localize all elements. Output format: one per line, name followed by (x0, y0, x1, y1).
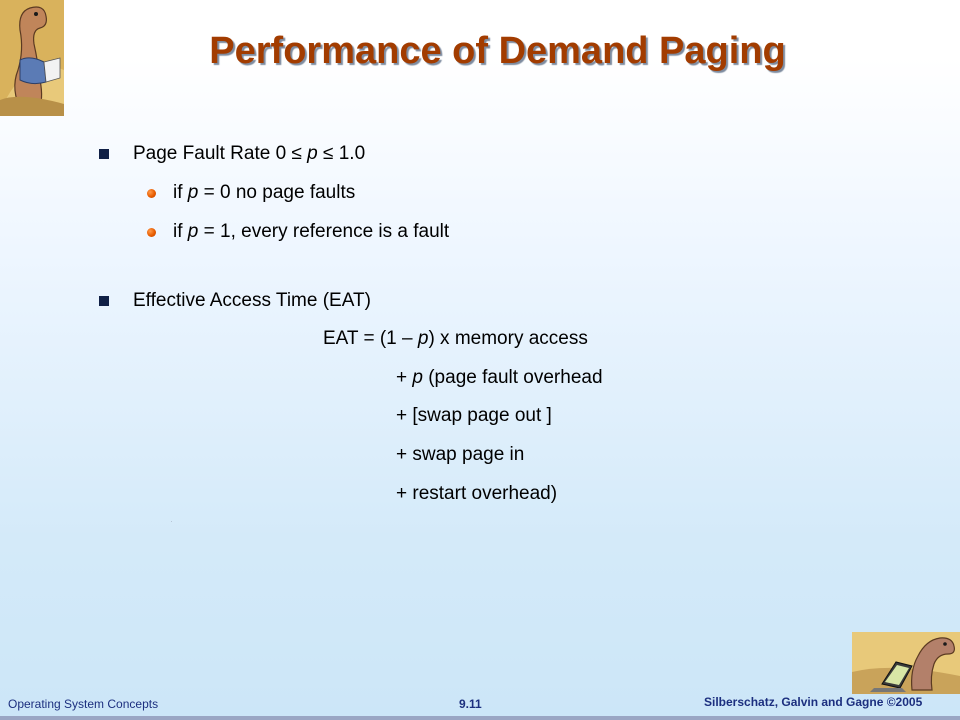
formula-line-1: EAT = (1 – p) x memory access (323, 328, 588, 349)
square-bullet (99, 296, 109, 306)
dinosaur-laptop-icon (852, 632, 960, 694)
leq-symbol: ≤ (291, 143, 302, 164)
dot-bullet (147, 228, 156, 237)
formula-line-2: + p (page fault overhead (396, 367, 603, 388)
sub-bullet-no-faults: if p = 0 no page faults (173, 182, 356, 203)
sub-bullet-every-fault: if p = 1, every reference is a fault (173, 221, 450, 242)
footer-rule (0, 716, 960, 720)
slide-title: Performance of Demand Paging (209, 30, 786, 72)
page-fault-rate-label: Page Fault Rate 0 (133, 143, 292, 164)
bullet-eat: Effective Access Time (EAT) (133, 290, 371, 311)
footer-right: Silberschatz, Galvin and Gagne ©2005 (704, 695, 923, 709)
artifact-dot (171, 521, 172, 522)
formula-line-3: + [swap page out ] (396, 405, 552, 426)
var-p: p (187, 182, 199, 203)
footer-left: Operating System Concepts (8, 697, 159, 711)
var-p: p (187, 221, 199, 242)
page-fault-rate-max: 1.0 (333, 143, 366, 164)
dot-bullet (147, 189, 156, 198)
footer-page-number: 9.11 (459, 697, 482, 711)
var-p: p (307, 143, 318, 164)
leq-symbol: ≤ (323, 143, 334, 164)
square-bullet (99, 149, 109, 159)
var-p: p (412, 367, 423, 388)
formula-line-4: + swap page in (396, 444, 525, 465)
var-p: p (417, 328, 429, 349)
formula-line-5: + restart overhead) (396, 483, 558, 504)
bullet-page-fault-rate: Page Fault Rate 0 ≤ p ≤ 1.0 (133, 143, 365, 165)
dinosaur-reading-icon (0, 0, 64, 116)
